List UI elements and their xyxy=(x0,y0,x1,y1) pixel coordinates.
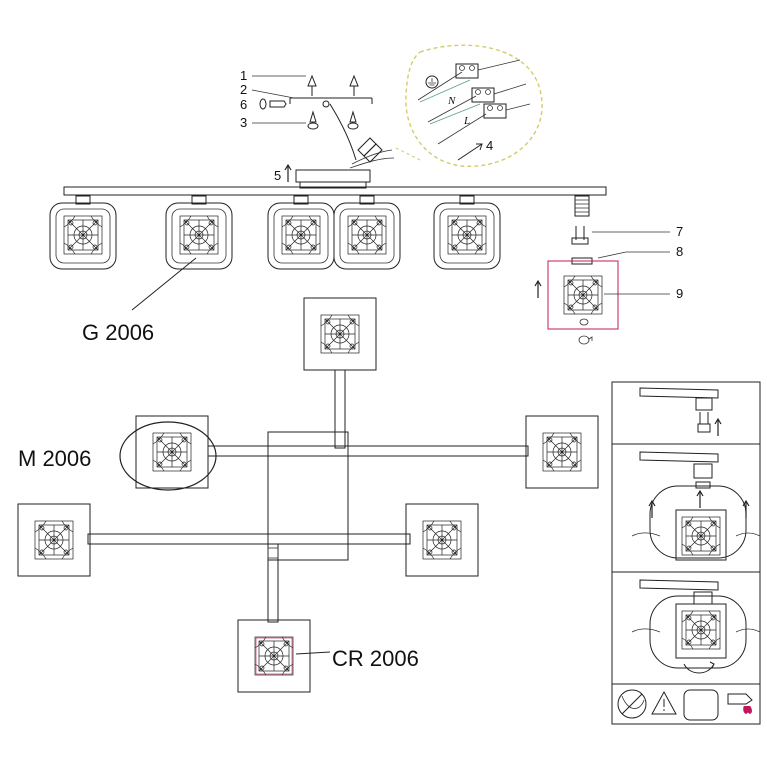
m2006-shade xyxy=(525,415,599,489)
terminal-block xyxy=(483,103,507,119)
g2006-shade xyxy=(267,195,335,270)
g2006-shade xyxy=(49,195,117,270)
glove-hand-icon xyxy=(631,532,761,537)
step-1-insert-bulb xyxy=(639,387,722,437)
ground-symbol-icon xyxy=(425,75,439,89)
m2006-shade xyxy=(405,503,479,577)
model-label-g2006: G 2006 xyxy=(82,320,154,345)
step-3-rotate-shade xyxy=(631,579,761,674)
socket xyxy=(574,195,590,217)
m2006-shade xyxy=(17,503,91,577)
screw xyxy=(307,110,319,130)
callout-2: 2 xyxy=(240,82,247,97)
wire-label-l: L xyxy=(463,115,470,127)
g2006-shade xyxy=(333,195,401,270)
m2006-shade xyxy=(135,415,209,489)
callout-3: 3 xyxy=(240,115,247,130)
wiring-detail-bubble: N L xyxy=(395,44,543,167)
callout-4: 4 xyxy=(486,138,493,153)
m2006-shade xyxy=(303,297,377,371)
g2006-shade xyxy=(165,195,233,270)
model-label-m2006: M 2006 xyxy=(18,446,91,471)
terminal-block xyxy=(455,63,479,79)
warning-triangle-icon xyxy=(651,690,677,715)
callout-6: 6 xyxy=(240,97,247,112)
shade-cylinder-icon xyxy=(683,689,719,721)
model-label-cr2006: CR 2006 xyxy=(332,646,419,671)
cr2006-shade xyxy=(237,619,311,693)
screw xyxy=(347,110,359,130)
callout-8: 8 xyxy=(676,244,683,259)
anchor-screw xyxy=(307,74,317,96)
callout-7: 7 xyxy=(676,224,683,239)
wire-label-n: N xyxy=(447,95,456,107)
rotate-icon xyxy=(579,318,589,326)
callout-labels: 1 2 6 3 5 4 7 8 9 xyxy=(240,68,683,301)
m2006-highlight-ellipse xyxy=(119,421,217,491)
g2006-shade xyxy=(433,195,501,270)
no-cleaning-icon xyxy=(617,689,647,719)
rotate-icon xyxy=(683,661,715,674)
anchor-screw xyxy=(349,74,359,96)
g2006-fixture xyxy=(49,169,607,270)
rotate-icon xyxy=(578,335,593,345)
set-screw xyxy=(259,98,287,110)
terminal-plug xyxy=(349,137,395,169)
instruction-panel xyxy=(611,381,761,725)
callout-1: 1 xyxy=(240,68,247,83)
callout-9: 9 xyxy=(676,286,683,301)
glove-hand-icon xyxy=(727,693,753,714)
callout-5: 5 xyxy=(274,168,281,183)
glove-hand-icon xyxy=(631,628,761,633)
mounting-parts xyxy=(251,74,395,183)
terminal-block xyxy=(471,87,495,103)
bulb-replacement-detail xyxy=(534,226,670,345)
m2006-fixture xyxy=(17,257,599,693)
step-2-fit-shade xyxy=(631,451,761,561)
